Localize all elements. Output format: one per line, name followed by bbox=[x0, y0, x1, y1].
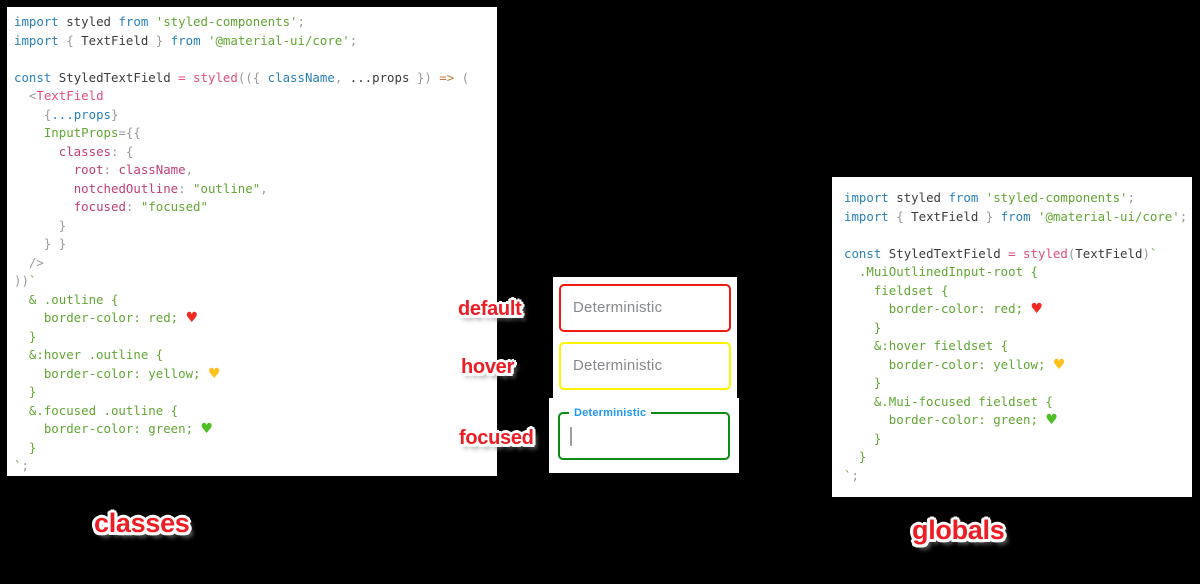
code-line: border-color: green; ♥ bbox=[14, 421, 214, 437]
textfield-placeholder: Deterministic bbox=[573, 299, 663, 316]
code-line: import { TextField } from '@material-ui/… bbox=[14, 32, 358, 48]
code-line: &:hover .outline { bbox=[14, 347, 164, 362]
code-line: const StyledTextField = styled(({ classN… bbox=[14, 69, 470, 85]
code-line: <TextField bbox=[14, 88, 104, 103]
code-line: &:hover fieldset { bbox=[844, 338, 1009, 353]
code-line: } bbox=[14, 439, 37, 455]
code-line: &.Mui-focused fieldset { bbox=[844, 393, 1053, 409]
code-line: import { TextField } from '@material-ui/… bbox=[844, 208, 1188, 224]
code-line: `; bbox=[844, 467, 859, 483]
caption-classes: classes bbox=[94, 508, 190, 538]
code-line: {...props} bbox=[14, 106, 119, 122]
code-block-globals: import styled from 'styled-components'; i… bbox=[844, 189, 1192, 485]
code-line: .MuiOutlinedInput-root { bbox=[844, 264, 1038, 279]
state-label-hover: hover bbox=[461, 356, 514, 378]
text-cursor-icon bbox=[570, 427, 572, 446]
code-line: } bbox=[844, 430, 882, 446]
code-line bbox=[14, 50, 497, 69]
textfield-hover[interactable]: Deterministic bbox=[559, 342, 731, 390]
code-line: import styled from 'styled-components'; bbox=[14, 14, 305, 29]
code-line: /> bbox=[14, 254, 44, 270]
textfield-focused[interactable]: Deterministic bbox=[558, 406, 730, 460]
code-line: const StyledTextField = styled(TextField… bbox=[844, 245, 1158, 261]
textfield-default[interactable]: Deterministic bbox=[559, 284, 731, 332]
code-line: & .outline { bbox=[14, 291, 119, 307]
code-line: root: className, bbox=[73, 162, 194, 177]
code-line: } bbox=[14, 328, 37, 344]
code-block-classes: import styled from 'styled-components'; i… bbox=[14, 13, 497, 476]
state-label-default: default bbox=[458, 298, 522, 320]
code-line: } bbox=[844, 449, 867, 464]
code-line: } } bbox=[14, 236, 67, 251]
code-panel-classes: import styled from 'styled-components'; i… bbox=[7, 7, 497, 476]
code-line: import styled from 'styled-components'; bbox=[844, 190, 1135, 205]
code-line: notchedOutline: "outline", bbox=[73, 180, 268, 196]
code-line: } bbox=[14, 384, 37, 399]
code-line: border-color: red; ♥ bbox=[14, 310, 199, 326]
code-line: `; bbox=[14, 458, 29, 473]
caption-globals: globals bbox=[912, 515, 1005, 545]
code-line: ))` bbox=[14, 273, 37, 288]
code-line: InputProps={{ bbox=[43, 125, 141, 140]
code-line: } bbox=[844, 375, 882, 390]
code-line: &.focused .outline { bbox=[14, 402, 179, 418]
textfield-placeholder: Deterministic bbox=[573, 357, 663, 374]
code-line: border-color: yellow; ♥ bbox=[844, 356, 1066, 373]
code-line: } bbox=[14, 217, 67, 233]
code-line bbox=[844, 226, 1192, 245]
code-line: border-color: green; ♥ bbox=[844, 412, 1058, 428]
code-line: classes: { bbox=[58, 143, 134, 159]
floating-label: Deterministic bbox=[569, 406, 652, 420]
code-panel-globals: import styled from 'styled-components'; i… bbox=[832, 177, 1192, 497]
code-line: border-color: red; ♥ bbox=[844, 301, 1044, 317]
code-line: focused: "focused" bbox=[73, 199, 208, 214]
code-line: fieldset { bbox=[844, 282, 949, 298]
state-label-focused: focused bbox=[459, 427, 534, 449]
code-line: border-color: yellow; ♥ bbox=[14, 365, 221, 382]
code-line: } bbox=[844, 319, 882, 335]
